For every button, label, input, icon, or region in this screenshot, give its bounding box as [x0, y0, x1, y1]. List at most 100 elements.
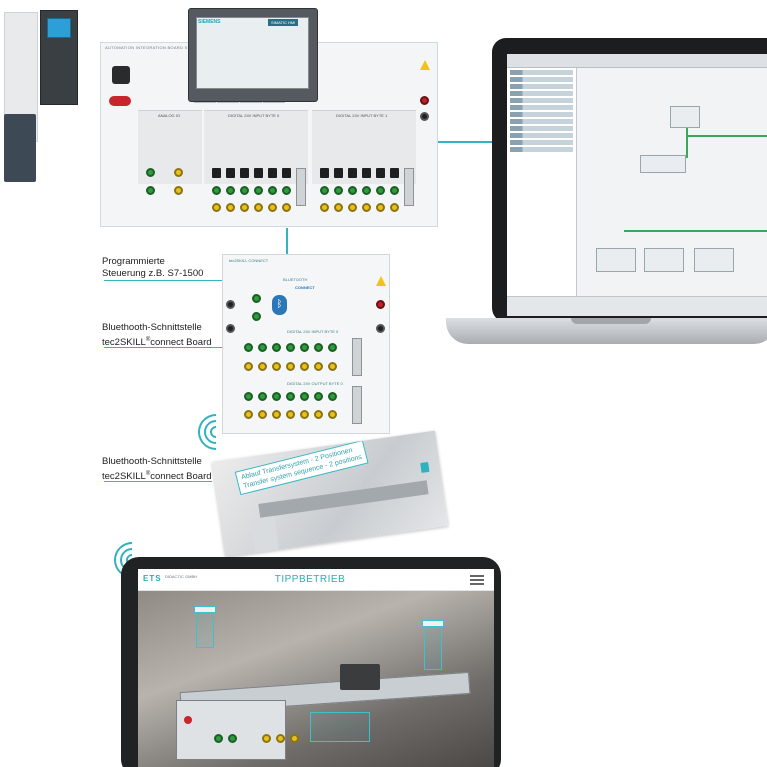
tree-row	[510, 91, 573, 96]
power-switch	[109, 96, 131, 106]
project-tree	[507, 68, 577, 316]
tree-row	[510, 77, 573, 82]
software-toolbar	[507, 54, 767, 68]
bt-caption-1: Bluethooth-Schnittstelle tec2SKILL®conne…	[102, 322, 212, 349]
network-node	[640, 155, 686, 173]
green-jack	[146, 186, 155, 195]
green-jack	[376, 186, 385, 195]
strip-label: DIGITAL 24V INPUT BYTE 1	[336, 113, 388, 118]
carriage	[340, 664, 380, 690]
green-jack	[390, 186, 399, 195]
yellow-jack	[240, 203, 249, 212]
yellow-jack	[254, 203, 263, 212]
board-header: AUTOMATION INTEGRATION BOARD S7-1500	[105, 45, 202, 50]
plc-caption-line1: Programmierte	[102, 256, 165, 267]
connect-logo: CONNECT	[295, 285, 315, 290]
warning-icon	[376, 276, 386, 286]
menu-icon[interactable]	[470, 575, 484, 585]
tree-row	[510, 126, 573, 131]
yellow-jack	[290, 734, 299, 743]
green-jack	[258, 343, 267, 352]
red-jack	[376, 300, 385, 309]
app-icon	[420, 461, 430, 473]
green-jack	[300, 343, 309, 352]
tree-row	[510, 70, 573, 75]
yellow-jack	[212, 203, 221, 212]
control-panel	[176, 700, 286, 760]
strip-label: ANALOG IO	[158, 113, 181, 118]
switch-key	[334, 168, 343, 178]
switch-key	[390, 168, 399, 178]
green-jack	[244, 392, 253, 401]
ar-sequence-tag: Ablauf Transfersystem - 2 Positionen Tra…	[234, 439, 369, 496]
yellow-jack	[272, 410, 281, 419]
yellow-jack	[376, 203, 385, 212]
yellow-jack	[258, 362, 267, 371]
switch-key	[240, 168, 249, 178]
green-jack	[314, 392, 323, 401]
switch-key	[362, 168, 371, 178]
bt-caption-2-line2: tec2SKILL®connect Board	[102, 468, 212, 483]
yellow-jack	[300, 362, 309, 371]
connection-line	[286, 228, 288, 254]
network-line	[686, 128, 688, 158]
caption-part: tec2SKILL	[102, 471, 146, 483]
black-jack	[420, 112, 429, 121]
yellow-jack	[174, 168, 183, 177]
ar-chip	[422, 620, 444, 627]
yellow-jack	[328, 362, 337, 371]
network-node	[644, 248, 684, 272]
ets-sublabel: DIDACTIC GMBH	[165, 574, 197, 579]
yellow-jack	[348, 203, 357, 212]
green-jack	[254, 186, 263, 195]
connection-line	[438, 141, 493, 143]
yellow-jack	[282, 203, 291, 212]
plc-caption-line2: Steuerung z.B. S7-1500	[102, 268, 204, 279]
switch-key	[212, 168, 221, 178]
plc-caption: Programmierte Steuerung z.B. S7-1500	[102, 256, 203, 280]
green-jack	[300, 392, 309, 401]
bt-caption-2-line1: Bluethooth-Schnittstelle	[102, 456, 202, 467]
tree-row	[510, 147, 573, 152]
red-button	[184, 716, 192, 724]
green-jack	[146, 168, 155, 177]
conveyor-rail	[258, 480, 429, 518]
network-node	[596, 248, 636, 272]
laptop-notch	[571, 318, 651, 324]
green-jack	[258, 392, 267, 401]
ets-logo: ETS	[143, 574, 162, 583]
yellow-jack	[272, 362, 281, 371]
switch-key	[348, 168, 357, 178]
switch-key	[320, 168, 329, 178]
network-line	[686, 135, 767, 137]
tree-row	[510, 119, 573, 124]
ribbon-connector	[296, 168, 306, 206]
yellow-jack	[244, 410, 253, 419]
tree-row	[510, 133, 573, 138]
switch-key	[282, 168, 291, 178]
green-jack	[320, 186, 329, 195]
yellow-jack	[314, 410, 323, 419]
yellow-jack	[244, 362, 253, 371]
status-panel	[507, 296, 767, 316]
green-jack	[272, 392, 281, 401]
black-jack	[376, 324, 385, 333]
wireless-icon	[190, 406, 242, 458]
green-jack	[228, 734, 237, 743]
switch-key	[376, 168, 385, 178]
green-jack	[252, 294, 261, 303]
caption-part: connect Board	[150, 471, 212, 483]
green-jack	[214, 734, 223, 743]
network-line	[624, 230, 767, 232]
ar-marker	[196, 612, 214, 648]
green-jack	[212, 186, 221, 195]
yellow-jack	[286, 410, 295, 419]
hmi-screen	[196, 17, 309, 89]
bt-caption-1-line2: tec2SKILL®connect Board	[102, 334, 212, 349]
yellow-jack	[334, 203, 343, 212]
yellow-jack	[362, 203, 371, 212]
hmi-brand: SIEMENS	[198, 19, 221, 25]
switch-key	[226, 168, 235, 178]
caption-underline	[104, 347, 222, 348]
section-label: DIGITAL 24V INPUT BYTE 0	[287, 329, 339, 334]
